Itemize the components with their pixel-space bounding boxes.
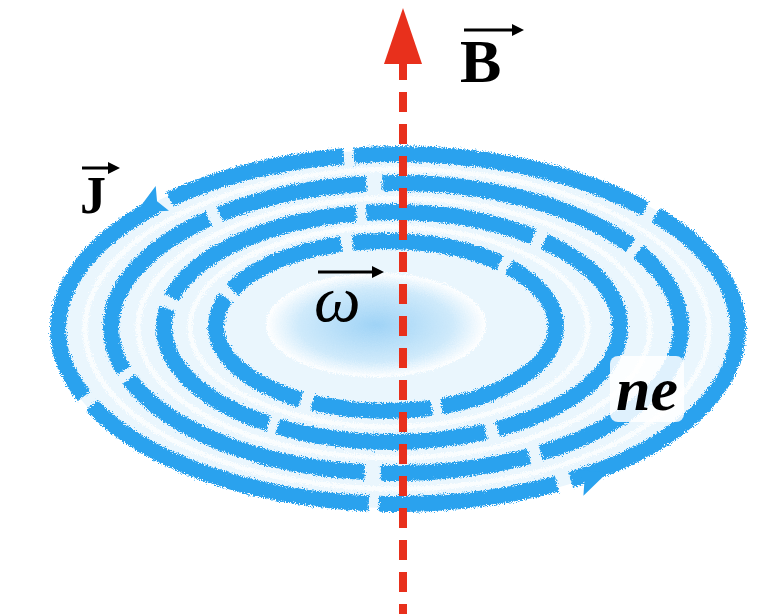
disk: [53, 150, 743, 508]
field-label: B: [460, 30, 501, 92]
vector-accent-head: [512, 24, 524, 36]
current-label: J: [80, 170, 106, 222]
vector-accents: [82, 24, 524, 278]
current-arrowhead: [129, 186, 169, 225]
current-ring: [111, 183, 681, 473]
current-ring: [216, 241, 556, 411]
vector-accent-head: [108, 162, 120, 174]
disk-ground: [53, 150, 743, 508]
ring-gap: [138, 198, 650, 458]
field-line: [399, 60, 407, 614]
current-rings: [58, 154, 738, 504]
ring-gap: [190, 227, 588, 427]
charge-density-label: ne: [610, 356, 684, 422]
current-ring: [164, 212, 620, 442]
angular-velocity-label: ω: [314, 266, 361, 332]
current-arrowhead: [574, 459, 612, 495]
ring-gaps: [85, 169, 709, 489]
disk-core: [266, 273, 486, 377]
current-ring: [58, 154, 738, 504]
field-arrowhead: [384, 8, 422, 64]
vector-accent-head: [372, 266, 384, 278]
ring-gap: [85, 169, 709, 489]
field-axis: [384, 8, 422, 614]
